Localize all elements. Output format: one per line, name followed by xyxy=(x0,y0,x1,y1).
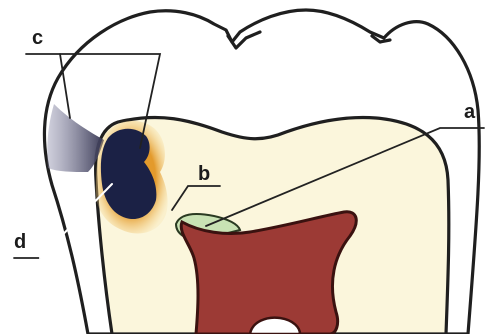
label-d: d xyxy=(14,231,26,253)
label-a: a xyxy=(464,101,476,123)
pulp-chamber xyxy=(181,212,356,334)
label-c: c xyxy=(32,27,43,49)
occlusal-groove xyxy=(228,32,390,48)
label-b: b xyxy=(198,163,210,185)
